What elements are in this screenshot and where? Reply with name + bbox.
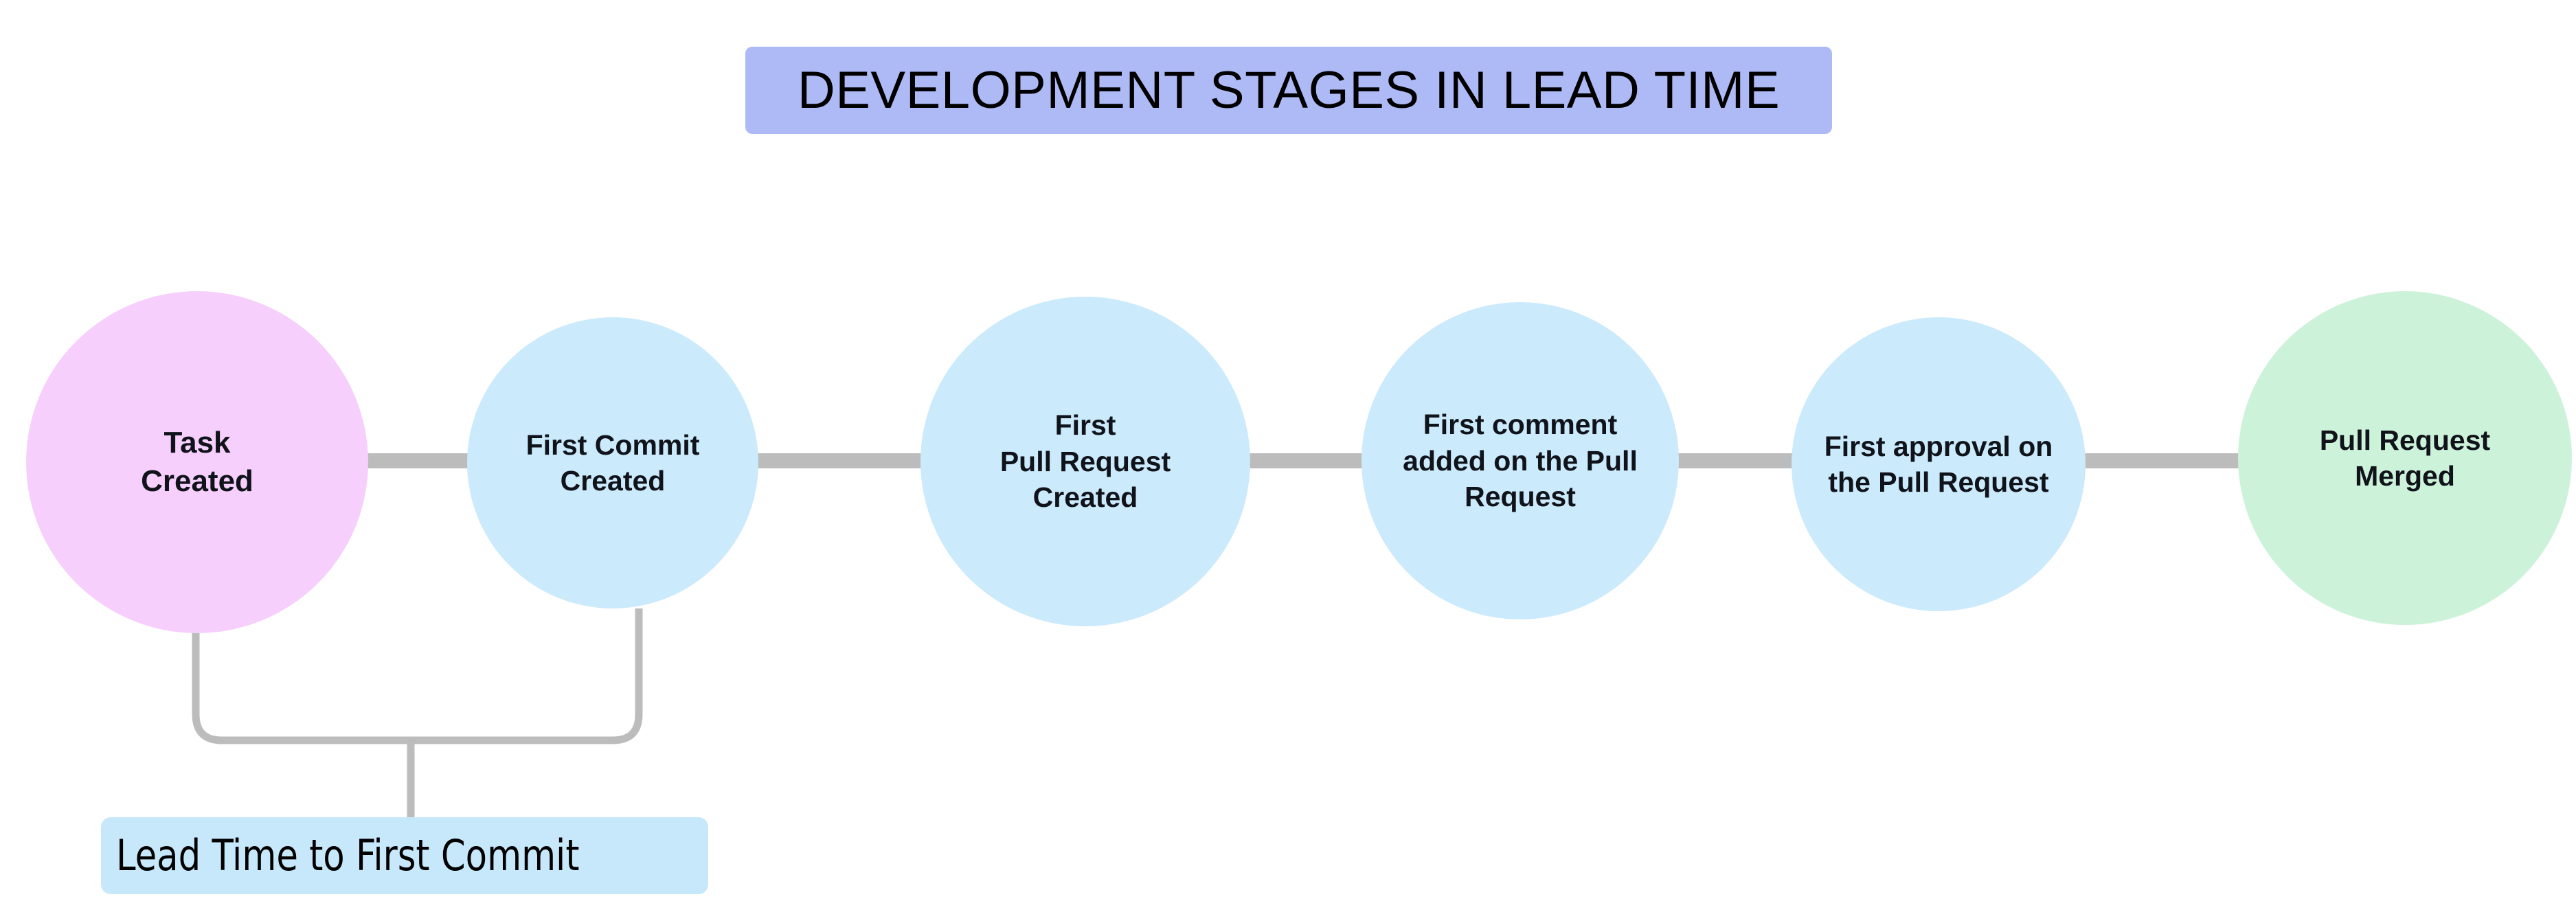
bracket-left-stem [192, 630, 223, 744]
stage-node-first-approval[interactable]: First approval on the Pull Request [1792, 317, 2086, 611]
stage-label: Task Created [141, 425, 253, 498]
stage-node-first-commit-created[interactable]: First Commit Created [467, 317, 758, 608]
annotation-lead-time-to-first-commit[interactable]: Lead Time to First Commit [101, 817, 708, 894]
stage-node-first-pull-request-created[interactable]: First Pull Request Created [920, 297, 1250, 626]
diagram-title-banner: DEVELOPMENT STAGES IN LEAD TIME [745, 47, 1832, 134]
stage-label: First Pull Request Created [999, 409, 1171, 514]
bracket-right-stem [612, 608, 643, 744]
stage-node-pull-request-merged[interactable]: Pull Request Merged [2238, 291, 2572, 625]
stage-label: First comment added on the Pull Request [1403, 409, 1638, 513]
annotation-label: Lead Time to First Commit [116, 830, 580, 880]
stage-node-first-comment-added[interactable]: First comment added on the Pull Request [1362, 302, 1679, 619]
stage-node-task-created[interactable]: Task Created [26, 291, 368, 633]
stage-label: First approval on the Pull Request [1824, 430, 2053, 498]
stage-label: First Commit Created [526, 429, 700, 497]
stage-label: Pull Request Merged [2319, 424, 2491, 492]
page-title: DEVELOPMENT STAGES IN LEAD TIME [797, 60, 1781, 119]
